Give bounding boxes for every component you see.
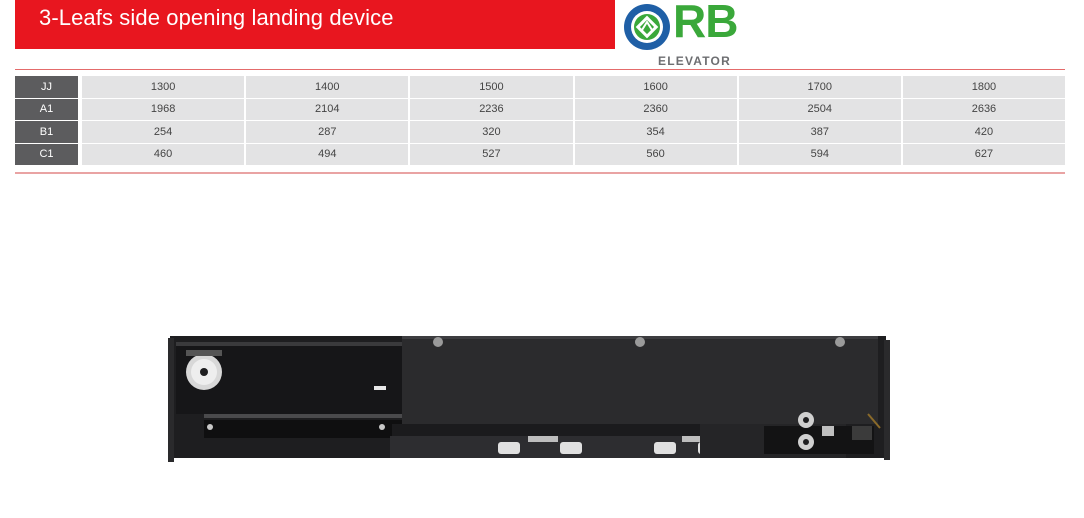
table-cell: 420 (902, 121, 1066, 144)
logo-letters: RB (673, 0, 738, 47)
row-header: JJ (15, 76, 78, 99)
table-cell: 560 (574, 143, 737, 166)
table-cell: 1800 (902, 76, 1066, 99)
table-cell: 494 (246, 143, 409, 166)
table-cell: 527 (410, 143, 573, 166)
table-top-divider (15, 69, 1065, 70)
table-cell: 1400 (246, 76, 409, 99)
table-cell: 627 (902, 143, 1066, 166)
table-cell: 2104 (246, 98, 409, 121)
row-header: C1 (15, 143, 78, 166)
table-cell: 1600 (574, 76, 737, 99)
table-cell: 1968 (82, 98, 245, 121)
table-cell: 2236 (410, 98, 573, 121)
table-bottom-divider (15, 172, 1065, 174)
company-logo: RB ELEVATOR (622, 0, 740, 68)
row-header: B1 (15, 121, 78, 144)
table-cell: 354 (574, 121, 737, 144)
table-cell: 1300 (82, 76, 245, 99)
table-cell: 387 (738, 121, 901, 144)
table-cell: 594 (738, 143, 901, 166)
table-cell: 2504 (738, 98, 901, 121)
table-row-a1: A1 1968 2104 2236 2360 2504 2636 (15, 98, 1066, 121)
page-title: 3-Leafs side opening landing device (39, 5, 394, 30)
table-cell: 254 (82, 121, 245, 144)
logo-emblem-icon (624, 4, 670, 50)
table-row-b1: B1 254 287 320 354 387 420 (15, 121, 1066, 144)
row-header: A1 (15, 98, 78, 121)
table-cell: 1700 (738, 76, 901, 99)
table-cell: 320 (410, 121, 573, 144)
table-cell: 1500 (410, 76, 573, 99)
logo-subtitle: ELEVATOR (658, 54, 731, 68)
table-row-c1: C1 460 494 527 560 594 627 (15, 143, 1066, 166)
landing-door-device-image (168, 336, 890, 462)
table-cell: 2360 (574, 98, 737, 121)
table-row-jj: JJ 1300 1400 1500 1600 1700 1800 (15, 76, 1066, 99)
dimension-table: JJ 1300 1400 1500 1600 1700 1800 A1 1968… (15, 76, 1066, 166)
table-cell: 460 (82, 143, 245, 166)
table-cell: 2636 (902, 98, 1066, 121)
table-cell: 287 (246, 121, 409, 144)
page-title-banner: 3-Leafs side opening landing device (15, 0, 615, 49)
